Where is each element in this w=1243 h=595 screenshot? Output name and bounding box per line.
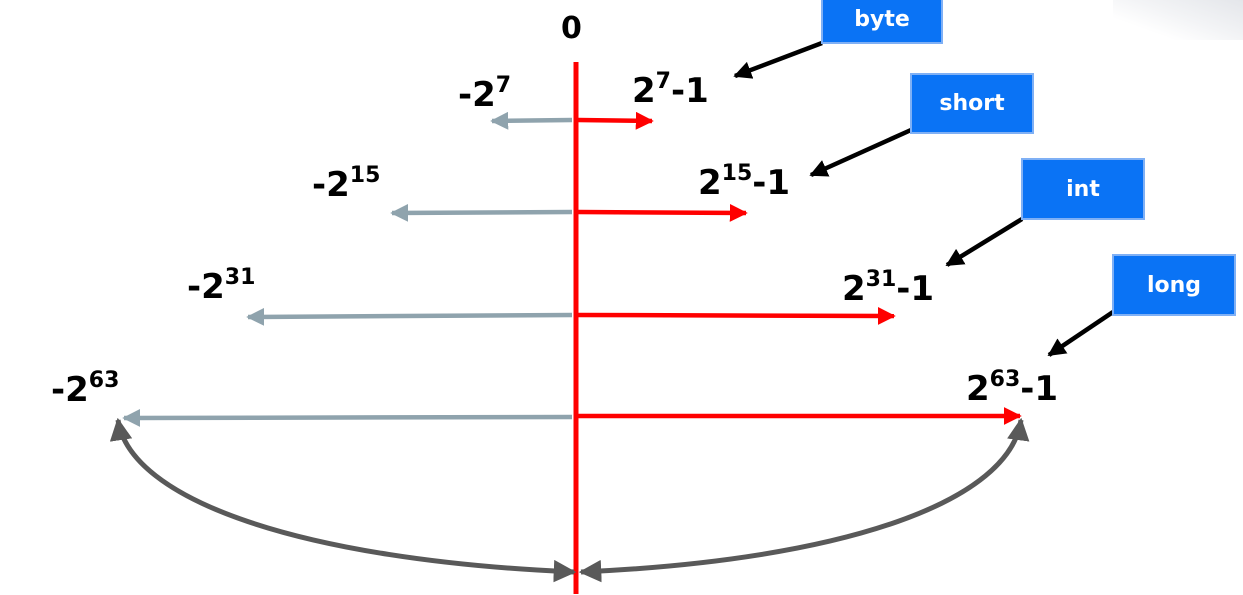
long-min-exponent: 63: [88, 368, 120, 393]
short-max-exponent: 15: [721, 161, 753, 186]
byte-max-suffix: -1: [670, 71, 709, 111]
short-type-tag: short: [910, 73, 1034, 134]
long-max-base: 2: [966, 369, 990, 409]
int-min-label: -231: [187, 267, 255, 307]
long-max-exponent: 63: [989, 367, 1021, 392]
byte-min-label: -27: [458, 75, 511, 115]
int-max-base: 2: [842, 269, 866, 309]
long-pointer-arrow: [1047, 310, 1115, 357]
int-negative-arrow: [246, 307, 573, 326]
byte-type-tag: byte: [821, 0, 943, 44]
byte-min-base: -2: [458, 75, 496, 115]
int-min-base: -2: [187, 267, 225, 307]
long-min-label: -263: [51, 370, 119, 410]
decorative-corner: [1113, 0, 1243, 40]
byte-negative-arrow: [490, 111, 573, 130]
byte-pointer-arrow: [733, 40, 823, 79]
wrap-left-arrow: [109, 417, 577, 583]
int-max-exponent: 31: [865, 267, 897, 292]
wrap-right-arrow: [578, 417, 1030, 583]
short-max-base: 2: [698, 163, 722, 203]
byte-max-label: 27-1: [632, 71, 709, 111]
int-min-exponent: 31: [224, 265, 256, 290]
long-negative-arrow: [122, 408, 573, 427]
short-negative-arrow: [390, 203, 573, 222]
int-max-label: 231-1: [842, 269, 935, 309]
short-pointer-arrow: [809, 127, 912, 178]
long-type-tag: long: [1112, 254, 1236, 316]
byte-max-exponent: 7: [655, 69, 671, 94]
zero-label: 0: [561, 11, 582, 46]
short-min-label: -215: [312, 165, 380, 205]
int-positive-arrow: [577, 306, 896, 325]
byte-min-exponent: 7: [495, 73, 512, 98]
int-max-suffix: -1: [896, 269, 935, 309]
short-min-base: -2: [312, 165, 350, 205]
short-max-label: 215-1: [698, 163, 791, 203]
long-min-base: -2: [51, 370, 89, 410]
short-max-suffix: -1: [752, 163, 791, 203]
byte-max-base: 2: [632, 71, 656, 111]
int-pointer-arrow: [945, 217, 1024, 267]
long-max-label: 263-1: [966, 369, 1059, 409]
int-type-tag: int: [1021, 158, 1145, 220]
short-positive-arrow: [577, 203, 748, 222]
long-max-suffix: -1: [1020, 369, 1059, 409]
short-min-exponent: 15: [349, 163, 381, 188]
byte-positive-arrow: [577, 111, 654, 130]
